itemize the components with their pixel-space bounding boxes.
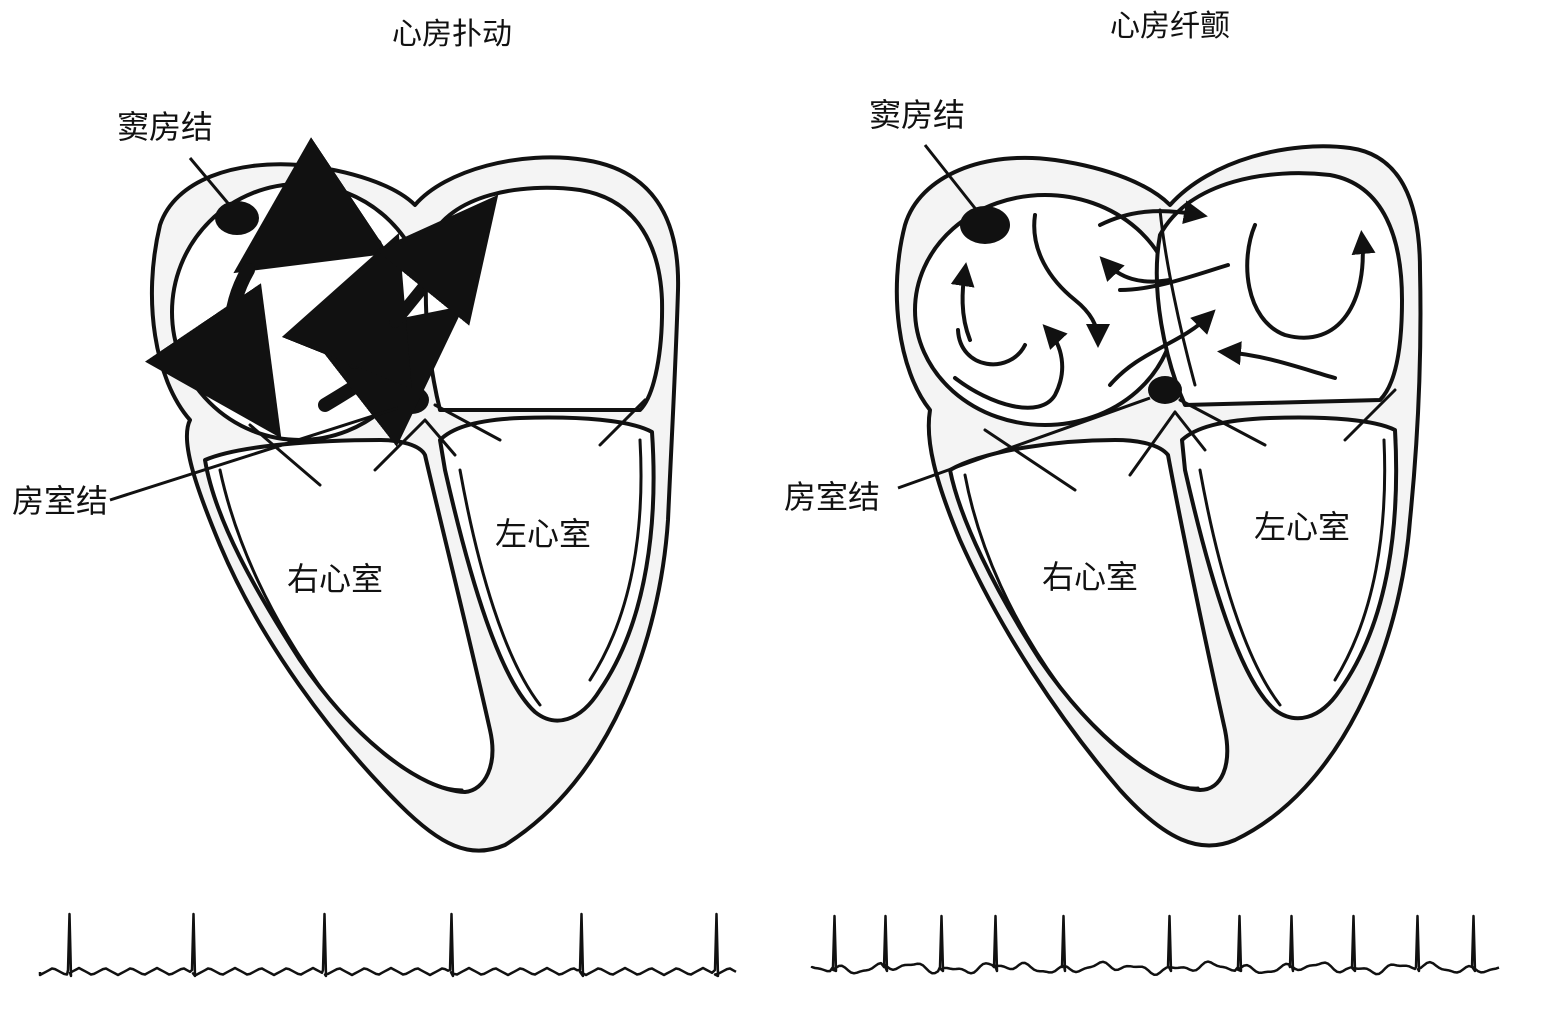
sa-node-label: 窦房结: [869, 96, 965, 134]
flutter-circuit-arrow: [281, 233, 412, 389]
right-ventricle-label: 右心室: [287, 560, 383, 598]
valve-leaflets: [983, 388, 1397, 492]
fibrillation-wavelet-arrow: [953, 324, 1068, 410]
fibrillation-wavelet-arrow: [1032, 213, 1110, 348]
flutter-circuit-arrow: [144, 263, 282, 439]
right-atrium: [170, 182, 430, 442]
sa-node-label: 窦房结: [117, 108, 213, 146]
fibrillation-wavelet-arrow: [1098, 200, 1208, 227]
right-ventricle-label: 右心室: [1042, 558, 1138, 596]
av-node: [395, 386, 429, 414]
fibrillation-wavelet-arrow: [950, 262, 975, 342]
av-node-leader: [109, 406, 399, 502]
sa-node: [215, 201, 259, 235]
left-ventricle-inner-wall: [588, 438, 643, 682]
heart-illustration: 窦房结 房室结 右心室 左心室: [12, 108, 681, 853]
ecg-trace: [810, 914, 1500, 976]
av-node-label: 房室结: [784, 478, 880, 516]
sa-node-leader: [188, 157, 234, 209]
fibrillation-wavelet-arrow: [1217, 341, 1337, 380]
right-ventricle-inner-wall: [963, 473, 1200, 790]
left-ventricle-label: 左心室: [495, 515, 591, 553]
left-ventricle: [1180, 415, 1399, 721]
left-atrium: [423, 185, 665, 412]
sa-node: [960, 206, 1010, 244]
av-node-label: 房室结: [12, 482, 108, 520]
panel-title: 心房纤颤: [1110, 9, 1230, 44]
ecg-strip-fibrillation: [810, 914, 1500, 976]
fibrillation-wavelet-arrow: [1245, 223, 1376, 340]
panel-atrial-flutter: 心房扑动: [12, 17, 737, 978]
panel-title: 心房扑动: [392, 17, 512, 52]
left-ventricle-label: 左心室: [1254, 508, 1350, 546]
septum-inner-wall: [458, 468, 542, 707]
ecg-strip-flutter: [38, 912, 737, 978]
av-node: [1148, 376, 1182, 404]
ecg-trace: [38, 912, 737, 978]
left-ventricle: [438, 415, 656, 723]
fibrillation-wavelet: [1118, 263, 1230, 292]
fibrillation-wavelet-arrow: [1099, 256, 1172, 284]
interatrial-septum: [1158, 208, 1197, 387]
sa-node-leader: [923, 144, 980, 213]
heart-illustration: 窦房结 房室结 右心室 左心室: [784, 96, 1423, 848]
av-node-leader: [897, 396, 1151, 490]
fibrillation-wavelet-arrow: [1108, 309, 1216, 387]
flutter-conduction-arrow: [376, 194, 499, 328]
left-ventricle-inner-wall: [1333, 438, 1387, 682]
panel-atrial-fibrillation: 心房纤颤 窦房结 房室: [784, 9, 1500, 976]
right-ventricle-inner-wall: [218, 468, 464, 792]
right-atrium: [913, 193, 1177, 427]
septum-inner-wall: [1198, 468, 1282, 707]
left-atrium: [1154, 171, 1404, 407]
fibrillation-wavelet: [956, 328, 1027, 367]
